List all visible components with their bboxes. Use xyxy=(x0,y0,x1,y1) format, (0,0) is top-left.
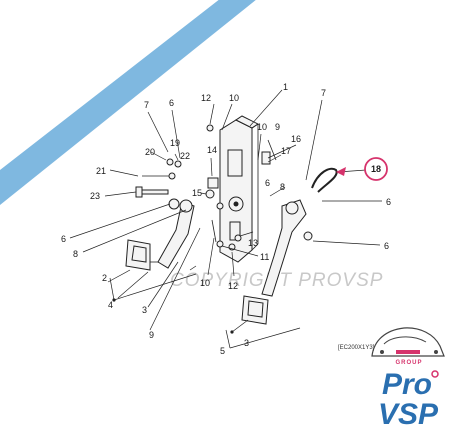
callout-10c: 10 xyxy=(200,278,210,288)
callout-14: 14 xyxy=(207,145,217,155)
callout-21: 21 xyxy=(96,166,106,176)
washer-15 xyxy=(205,189,215,199)
logo-car-light-left xyxy=(380,350,384,354)
logo-car-light-right xyxy=(434,350,438,354)
nut-19 xyxy=(174,160,182,168)
nut-20 xyxy=(166,158,174,166)
callout-5: 5 xyxy=(220,346,225,356)
nut-11 xyxy=(216,240,224,248)
logo-line1: Pro xyxy=(382,368,432,401)
bolt-23 xyxy=(135,186,169,198)
callout-4: 4 xyxy=(108,300,113,310)
callout-labels: 1 7 6 12 10 7 10 9 16 19 20 22 14 17 21 … xyxy=(61,82,391,356)
callout-12b: 12 xyxy=(228,281,238,291)
bracket-14 xyxy=(207,177,219,189)
brand-logo: GROUP Pro VSP xyxy=(371,327,445,431)
bolt-21 xyxy=(142,172,176,180)
washer-6 xyxy=(303,231,313,241)
callout-20: 20 xyxy=(145,147,155,157)
clutch-pedal xyxy=(125,199,195,271)
callout-7b: 7 xyxy=(321,88,326,98)
leader-lines xyxy=(69,89,382,349)
callout-12a: 12 xyxy=(201,93,211,103)
pedal-bracket xyxy=(219,115,259,263)
switch-17 xyxy=(261,151,271,165)
highlight-arrow-head xyxy=(336,167,346,176)
banner-band xyxy=(0,0,256,205)
bolt-9 xyxy=(267,139,277,161)
nut-12-top xyxy=(206,124,214,132)
callout-15: 15 xyxy=(192,188,202,198)
callout-2: 2 xyxy=(102,273,107,283)
logo-car-silhouette xyxy=(371,327,445,357)
callout-6b: 6 xyxy=(265,178,270,188)
callout-17: 17 xyxy=(281,146,291,156)
brake-pedal xyxy=(241,199,307,325)
callout-9b: 9 xyxy=(149,330,154,340)
logo-accent-dot xyxy=(431,370,439,378)
washer-8 xyxy=(168,198,180,210)
callout-6c: 6 xyxy=(386,197,391,207)
callout-16: 16 xyxy=(291,134,301,144)
callout-1: 1 xyxy=(283,82,288,92)
return-spring xyxy=(311,167,338,193)
highlight-callout-18: 18 xyxy=(336,157,388,181)
callout-3a: 3 xyxy=(142,305,147,315)
callout-3b: 3 xyxy=(244,338,249,348)
callout-8a: 8 xyxy=(280,182,285,192)
callout-7a: 7 xyxy=(144,100,149,110)
pin-10c xyxy=(211,219,217,243)
callout-8b: 8 xyxy=(73,249,78,259)
callout-6d: 6 xyxy=(61,234,66,244)
callout-11: 11 xyxy=(260,252,269,262)
callout-22: 22 xyxy=(180,151,190,161)
callout-19: 19 xyxy=(170,138,180,148)
callout-9a: 9 xyxy=(275,122,280,132)
callout-18: 18 xyxy=(371,164,381,174)
callout-6a: 6 xyxy=(169,98,174,108)
logo-car-windshield xyxy=(383,336,427,345)
reference-code: [EC200X1Y3] xyxy=(338,345,375,351)
washer-13 xyxy=(234,234,242,242)
callout-13: 13 xyxy=(248,238,258,248)
logo-line2: VSP xyxy=(378,398,439,431)
callout-6e: 6 xyxy=(384,241,389,251)
logo-car-grille xyxy=(396,350,420,354)
callout-23: 23 xyxy=(90,191,100,201)
callout-10b: 10 xyxy=(257,122,267,132)
highlight-ring xyxy=(364,157,388,181)
callout-10a: 10 xyxy=(229,93,239,103)
logo-group-text: GROUP xyxy=(395,360,422,366)
washer-6b xyxy=(216,202,224,210)
